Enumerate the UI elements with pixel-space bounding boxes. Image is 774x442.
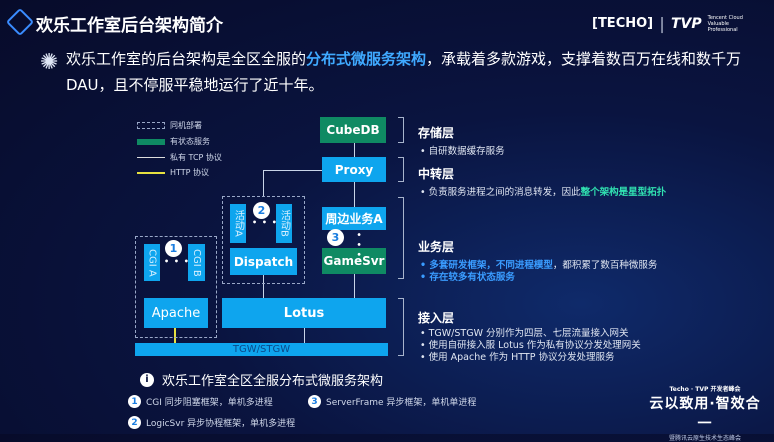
gamesvr-node: GameSvr <box>322 248 386 274</box>
dispatch-node: Dispatch <box>230 248 297 275</box>
tgw-stgw-node: TGW/STGW <box>135 343 388 356</box>
legend-http: HTTP 协议 <box>137 167 209 178</box>
activity-a-node: 活动A <box>230 204 246 243</box>
cgi-a-node: CGI A <box>144 244 160 281</box>
ellipsis: • • • <box>252 218 278 227</box>
legend-colocated: 同机部署 <box>137 120 202 131</box>
bullet: • 多套研发框架，不同进程模型，都积累了数百种微服务 <box>420 260 658 271</box>
ellipsis: • • • <box>164 257 190 266</box>
badge-3: 3 <box>327 229 344 246</box>
bullet: • 自研数据缓存服务 <box>420 146 505 157</box>
diagram-caption: i 欢乐工作室全区全服分布式微服务架构 <box>140 370 383 389</box>
apache-node: Apache <box>144 298 208 328</box>
intro-paragraph: 欢乐工作室的后台架构是全区全服的分布式微服务架构，承载着多款游戏，支撑着数百万在… <box>66 50 742 94</box>
lotus-node: Lotus <box>222 298 386 328</box>
brand-logo: [TECHO]| TVP Tencent Cloud Valuable Prof… <box>592 14 743 33</box>
badge-1: 1 <box>165 240 182 257</box>
layer-storage: 存储层 <box>418 126 455 140</box>
title-icon <box>5 7 35 37</box>
ellipsis: • • • <box>354 232 363 258</box>
cgi-b-node: CGI B <box>188 244 205 281</box>
colocated-group-dispatch <box>222 196 305 284</box>
bullet: • 使用 Apache 作为 HTTP 协议分发处理服务 <box>420 352 615 363</box>
info-icon: i <box>140 372 154 387</box>
colocated-group-cgi <box>135 236 217 338</box>
legend-stateful: 有状态服务 <box>137 136 210 147</box>
layer-business: 业务层 <box>418 240 455 254</box>
network-icon: ✺ <box>40 50 59 75</box>
bullet: • 使用自研接入服 Lotus 作为私有协议分发处理网关 <box>420 340 641 351</box>
layer-relay: 中转层 <box>418 167 455 181</box>
layer-access: 接入层 <box>418 311 455 325</box>
page-title: 欢乐工作室后台架构简介 <box>36 16 223 36</box>
bullet: • 负责服务进程之间的消息转发，因此整个架构是星型拓扑 <box>420 187 667 198</box>
event-logo: Techo · TVP 开发者峰会 云以致用·智效合一 暨腾讯云原生技术生态峰会 <box>649 386 761 442</box>
cubedb-node: CubeDB <box>320 117 386 143</box>
badge-2: 2 <box>253 202 270 219</box>
bullet: • 存在较多有状态服务 <box>420 272 515 283</box>
legend-tcp: 私有 TCP 协议 <box>137 152 222 163</box>
peripheral-service-node: 周边业务A <box>322 207 386 230</box>
proxy-node: Proxy <box>322 157 386 182</box>
activity-b-node: 活动B <box>276 204 292 243</box>
bullet: • TGW/STGW 分别作为四层、七层流量接入网关 <box>420 328 629 339</box>
